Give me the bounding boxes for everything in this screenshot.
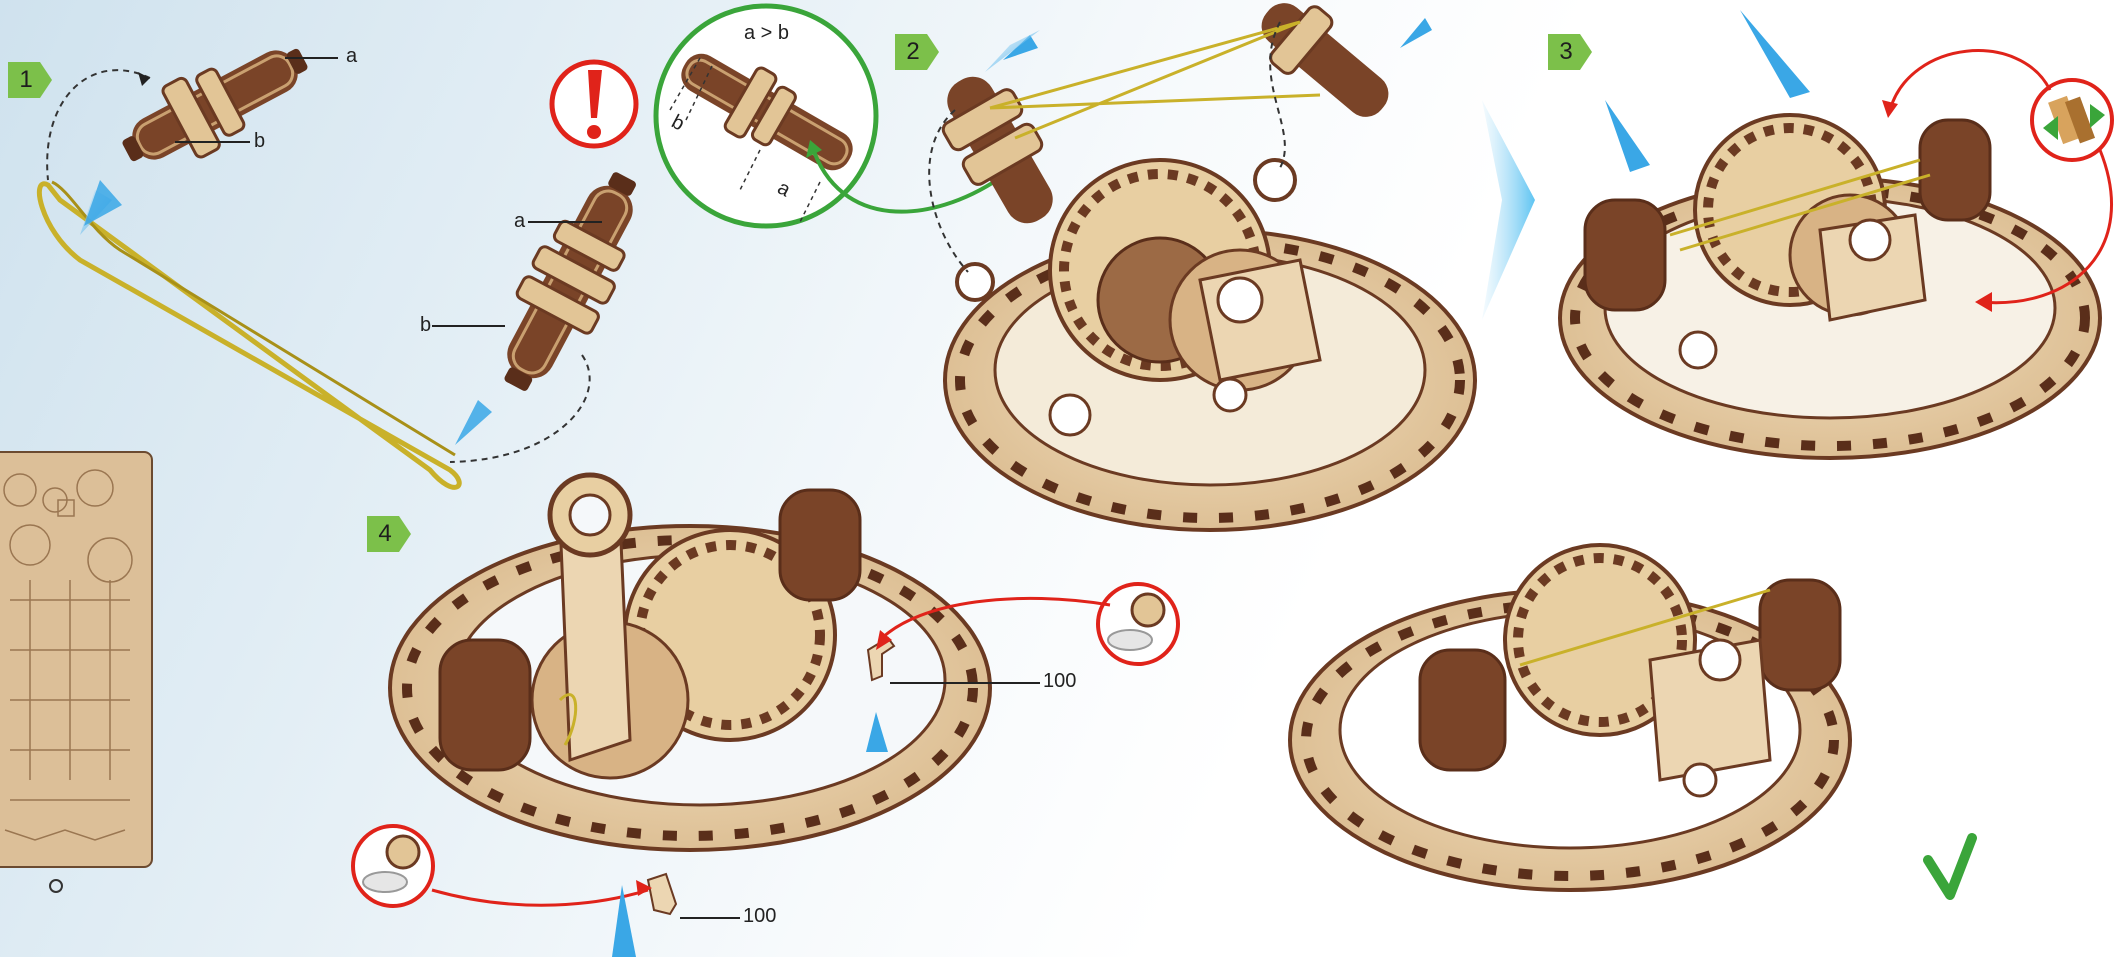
part-number-label: 100 <box>743 905 776 928</box>
label-a: a <box>346 45 357 68</box>
assembly-step4 <box>390 475 990 850</box>
assembly-final <box>1290 545 1850 890</box>
step-badge-1: 1 <box>8 62 52 98</box>
axle-part-middle <box>478 157 663 406</box>
label-b: b <box>254 130 265 153</box>
label-a: a <box>514 210 525 233</box>
step-number: 1 <box>8 62 44 98</box>
axle-part-top <box>108 23 322 188</box>
press-together-icon <box>2032 80 2112 160</box>
glue-cup-icon <box>1098 584 1178 664</box>
ratio-label: a > b <box>744 22 789 45</box>
step-number: 3 <box>1548 34 1584 70</box>
glue-cup-icon-bottom <box>353 826 433 906</box>
step-number: 2 <box>895 34 931 70</box>
step-badge-4: 4 <box>367 516 411 552</box>
exclamation-icon <box>552 62 636 146</box>
step-badge-3: 3 <box>1548 34 1592 70</box>
step-number: 4 <box>367 516 403 552</box>
checkmark-icon <box>1928 838 1972 895</box>
laser-cut-sheet <box>0 452 152 892</box>
label-b: b <box>420 314 431 337</box>
part-number-label: 100 <box>1043 670 1076 693</box>
step-badge-2: 2 <box>895 34 939 70</box>
